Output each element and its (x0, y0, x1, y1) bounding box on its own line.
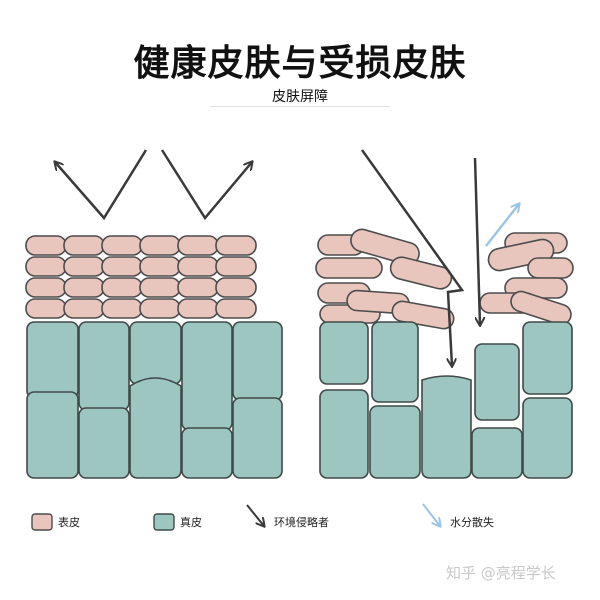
epidermis-cell (510, 290, 572, 326)
dermis-swatch (153, 513, 175, 531)
epidermis-cell (25, 277, 67, 298)
epidermis-cell (215, 235, 257, 256)
epidermis-cell (25, 235, 67, 256)
damaged-dermis (319, 321, 573, 479)
legend-water-loss-label: 水分散失 (450, 515, 494, 529)
dermis-cell (319, 321, 369, 385)
dermis-cell (232, 321, 283, 401)
epidermis-cell (215, 256, 257, 277)
epidermis-cell (215, 298, 257, 319)
dermis-cell (181, 427, 233, 479)
dermis-cell (522, 397, 573, 479)
water-loss-arrow (485, 204, 519, 247)
epidermis-cell (350, 228, 420, 266)
damaged-epidermis (315, 228, 574, 330)
epidermis-cell (527, 257, 574, 279)
main-title: 健康皮肤与受损皮肤 (133, 43, 467, 84)
penetrating-arrows (360, 149, 519, 366)
legend-dermis-label: 真皮 (180, 515, 202, 529)
epidermis-cell (101, 256, 143, 277)
epidermis-cell (101, 298, 143, 319)
epidermis-cell (177, 235, 219, 256)
aggressor-arrow (473, 157, 480, 325)
reflect-arrow (160, 149, 252, 221)
epidermis-cell (101, 235, 143, 256)
healthy-epidermis (25, 235, 257, 319)
epidermis-cell (63, 277, 105, 298)
reflected-arrows (55, 149, 252, 221)
watermark: 知乎 @亮程学长 (446, 564, 556, 582)
dermis-cell (26, 321, 79, 399)
subtitle: 皮肤屏障 (272, 89, 328, 105)
dermis-cell (522, 321, 573, 395)
epidermis-cell (177, 298, 219, 319)
dermis-cell (474, 343, 520, 421)
epidermis-cell (215, 277, 257, 298)
dermis-cell (369, 405, 421, 479)
healthy-skin (25, 149, 283, 479)
dermis-cell (78, 321, 130, 411)
epidermis-swatch (31, 513, 53, 531)
epidermis-cell (63, 256, 105, 277)
dermis-cell (371, 321, 419, 403)
water-loss-arrow-icon (422, 503, 440, 526)
damaged-skin (315, 149, 574, 479)
dermis-cell (319, 389, 369, 479)
legend-epidermis-label: 表皮 (58, 515, 80, 529)
invasion-arrow-icon (246, 504, 264, 526)
dermis-cell (26, 391, 79, 479)
epidermis-cell (389, 256, 453, 290)
title-divider (210, 106, 390, 107)
dermis-cell (129, 321, 182, 385)
epidermis-cell (25, 298, 67, 319)
epidermis-cell (139, 256, 181, 277)
reflect-arrow (55, 149, 148, 221)
dermis-cell (232, 397, 283, 479)
legend: 表皮 真皮 环境侵略者 水分散失 (31, 503, 494, 531)
epidermis-cell (139, 235, 181, 256)
dermis-cell (181, 321, 233, 431)
dermis-cell (78, 407, 130, 479)
aggressor-arrow (360, 149, 465, 366)
epidermis-cell (177, 256, 219, 277)
epidermis-cell (25, 256, 67, 277)
epidermis-cell (177, 277, 219, 298)
epidermis-cell (63, 298, 105, 319)
epidermis-cell (63, 235, 105, 256)
epidermis-cell (139, 298, 181, 319)
epidermis-cell (315, 257, 383, 279)
dermis-cell (129, 377, 182, 479)
healthy-dermis (26, 321, 283, 479)
epidermis-cell (101, 277, 143, 298)
dermis-cell (471, 427, 523, 479)
legend-invasion-label: 环境侵略者 (274, 515, 329, 529)
dermis-cell (421, 375, 472, 479)
epidermis-cell (139, 277, 181, 298)
